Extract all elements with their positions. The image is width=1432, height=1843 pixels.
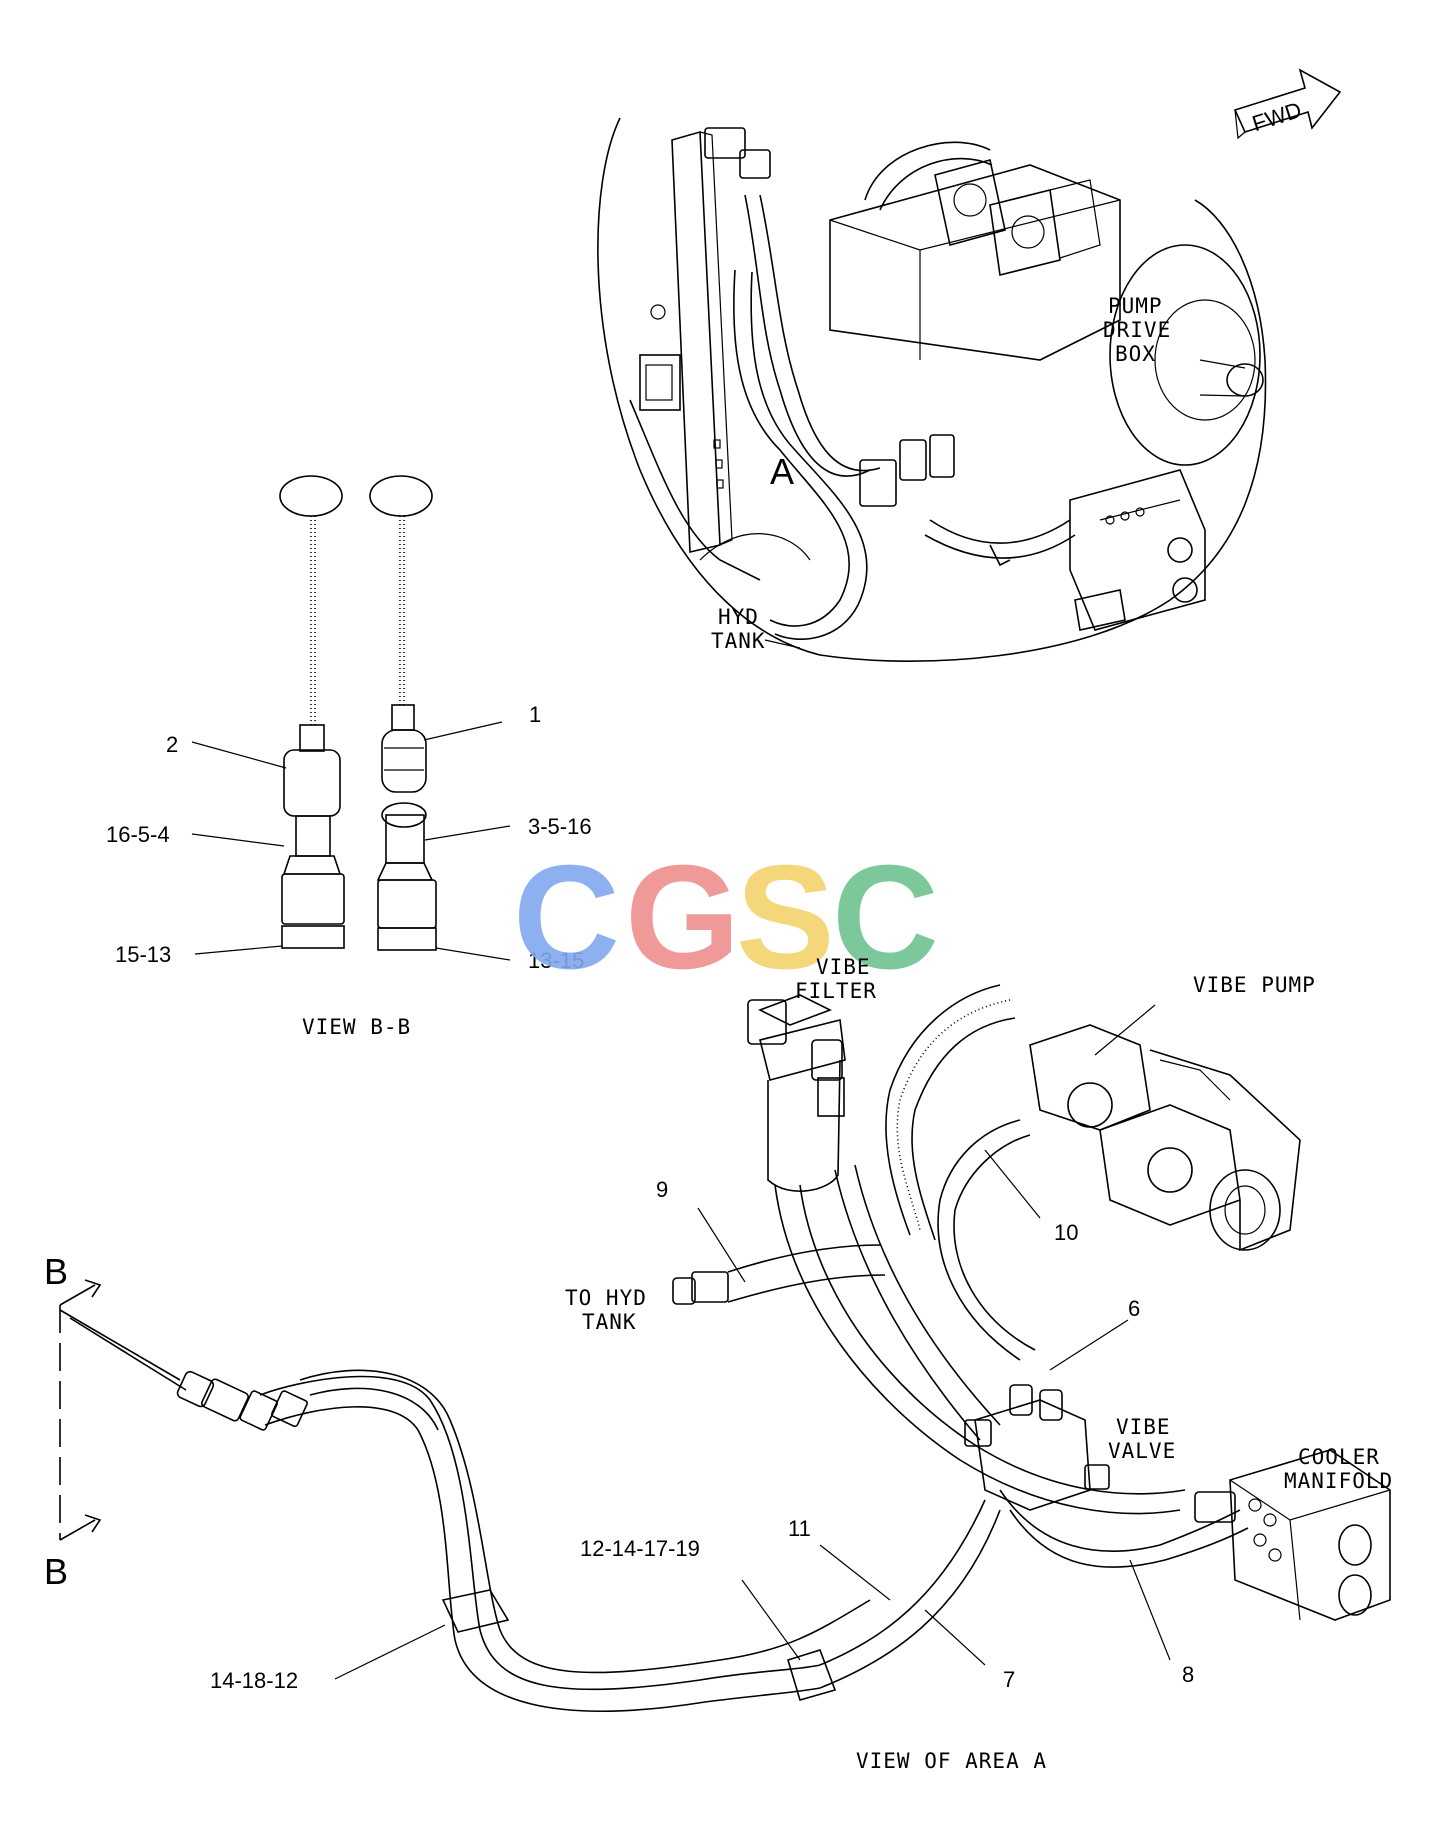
left-adapter-nut <box>281 873 345 925</box>
hose-11 <box>834 1169 981 1441</box>
top-valve-block <box>1069 469 1206 631</box>
cgsc-watermark: C G S C <box>513 835 939 1000</box>
label-tank: TANK <box>711 629 766 653</box>
watermark-letter-s: S <box>736 835 835 1000</box>
vibe-pump-port <box>1209 1169 1281 1251</box>
top-hose-1 <box>744 194 871 477</box>
callout-1: 1 <box>529 702 541 727</box>
filter-head <box>747 999 787 1045</box>
right-coupler-body <box>381 729 427 793</box>
hyd-tank-outline <box>629 399 761 581</box>
callout-2: 2 <box>166 732 178 757</box>
right-ring <box>369 475 433 517</box>
left-coupler-body <box>283 749 341 817</box>
callout-11: 11 <box>788 1516 811 1541</box>
callout-7: 7 <box>1003 1667 1015 1692</box>
callout-16-5-4: 16-5-4 <box>106 822 170 847</box>
hose-left-lower <box>299 1369 871 1674</box>
label-vibe-pump: VIBE PUMP <box>1193 973 1316 997</box>
callout-9: 9 <box>656 1177 668 1202</box>
hose-10 <box>937 1119 1021 1361</box>
pump-drive-box-face <box>1109 244 1261 466</box>
hose-left-upper <box>259 1375 821 1691</box>
left-cap-tip <box>299 724 325 752</box>
view-bb-drawing <box>191 475 511 961</box>
left-base <box>281 925 345 949</box>
callout-13-15: 13-15 <box>528 948 584 973</box>
label-vibe-filter-2: FILTER <box>795 979 877 1003</box>
left-bracket <box>639 354 681 411</box>
callout-3-5-16: 3-5-16 <box>528 814 592 839</box>
label-box: BOX <box>1115 342 1156 366</box>
label-to-hyd: TO HYD <box>565 1286 647 1310</box>
clamp-left <box>441 1589 510 1633</box>
label-vibe-valve-2: VALVE <box>1108 1439 1176 1463</box>
label-cooler: COOLER <box>1298 1445 1380 1469</box>
label-hyd: HYD <box>718 605 759 629</box>
top-hose-2 <box>733 269 850 627</box>
label-vibe-valve-1: VIBE <box>1116 1415 1171 1439</box>
view-area-a-drawing <box>59 984 1391 1712</box>
hose-9 <box>727 1244 881 1273</box>
area-a-boundary <box>597 117 1267 662</box>
right-base <box>377 927 437 951</box>
watermark-letter-c1: C <box>513 835 620 1000</box>
callout-6: 6 <box>1128 1296 1140 1321</box>
section-marker-b-top: B <box>44 1251 68 1292</box>
cooler-manifold-block <box>1229 1449 1391 1621</box>
area-a-overview <box>597 117 1267 662</box>
caption-view-of-area-a: VIEW OF AREA A <box>856 1749 1047 1773</box>
pump-housing <box>829 164 1121 361</box>
caption-view-bb: VIEW B-B <box>302 1015 411 1039</box>
hose-pump-to-valve <box>896 999 1011 1231</box>
callout-8: 8 <box>1182 1662 1194 1687</box>
label-pump: PUMP <box>1108 294 1163 318</box>
fwd-arrow: FWD <box>1233 68 1342 140</box>
left-ring <box>279 475 343 517</box>
watermark-letter-g: G <box>625 835 740 1000</box>
vibe-pump-body <box>1029 1024 1151 1131</box>
hose-7 <box>774 1184 1181 1515</box>
section-marker-b-bottom: B <box>44 1551 68 1592</box>
hose-8 <box>999 1489 1241 1552</box>
label-manifold: MANIFOLD <box>1284 1469 1393 1493</box>
watermark-letter-c2: C <box>832 835 939 1000</box>
callout-15-13: 15-13 <box>115 942 171 967</box>
coupler-cable <box>59 1309 181 1381</box>
post-fitting <box>704 127 746 159</box>
coupler-body <box>201 1378 249 1422</box>
label-vibe-filter-1: VIBE <box>816 955 871 979</box>
area-marker-a: A <box>770 451 794 492</box>
frame-post <box>671 130 721 553</box>
callout-14-18-12: 14-18-12 <box>210 1668 298 1693</box>
callout-12-14-17-19: 12-14-17-19 <box>580 1536 700 1561</box>
tank-fitting <box>672 1277 696 1305</box>
right-adapter-nut <box>377 879 437 929</box>
label-tank-2: TANK <box>582 1310 637 1334</box>
label-drive: DRIVE <box>1103 318 1171 342</box>
clamp-right <box>787 1649 837 1701</box>
callout-10: 10 <box>1054 1220 1078 1245</box>
top-pump-port-1 <box>934 159 1006 246</box>
